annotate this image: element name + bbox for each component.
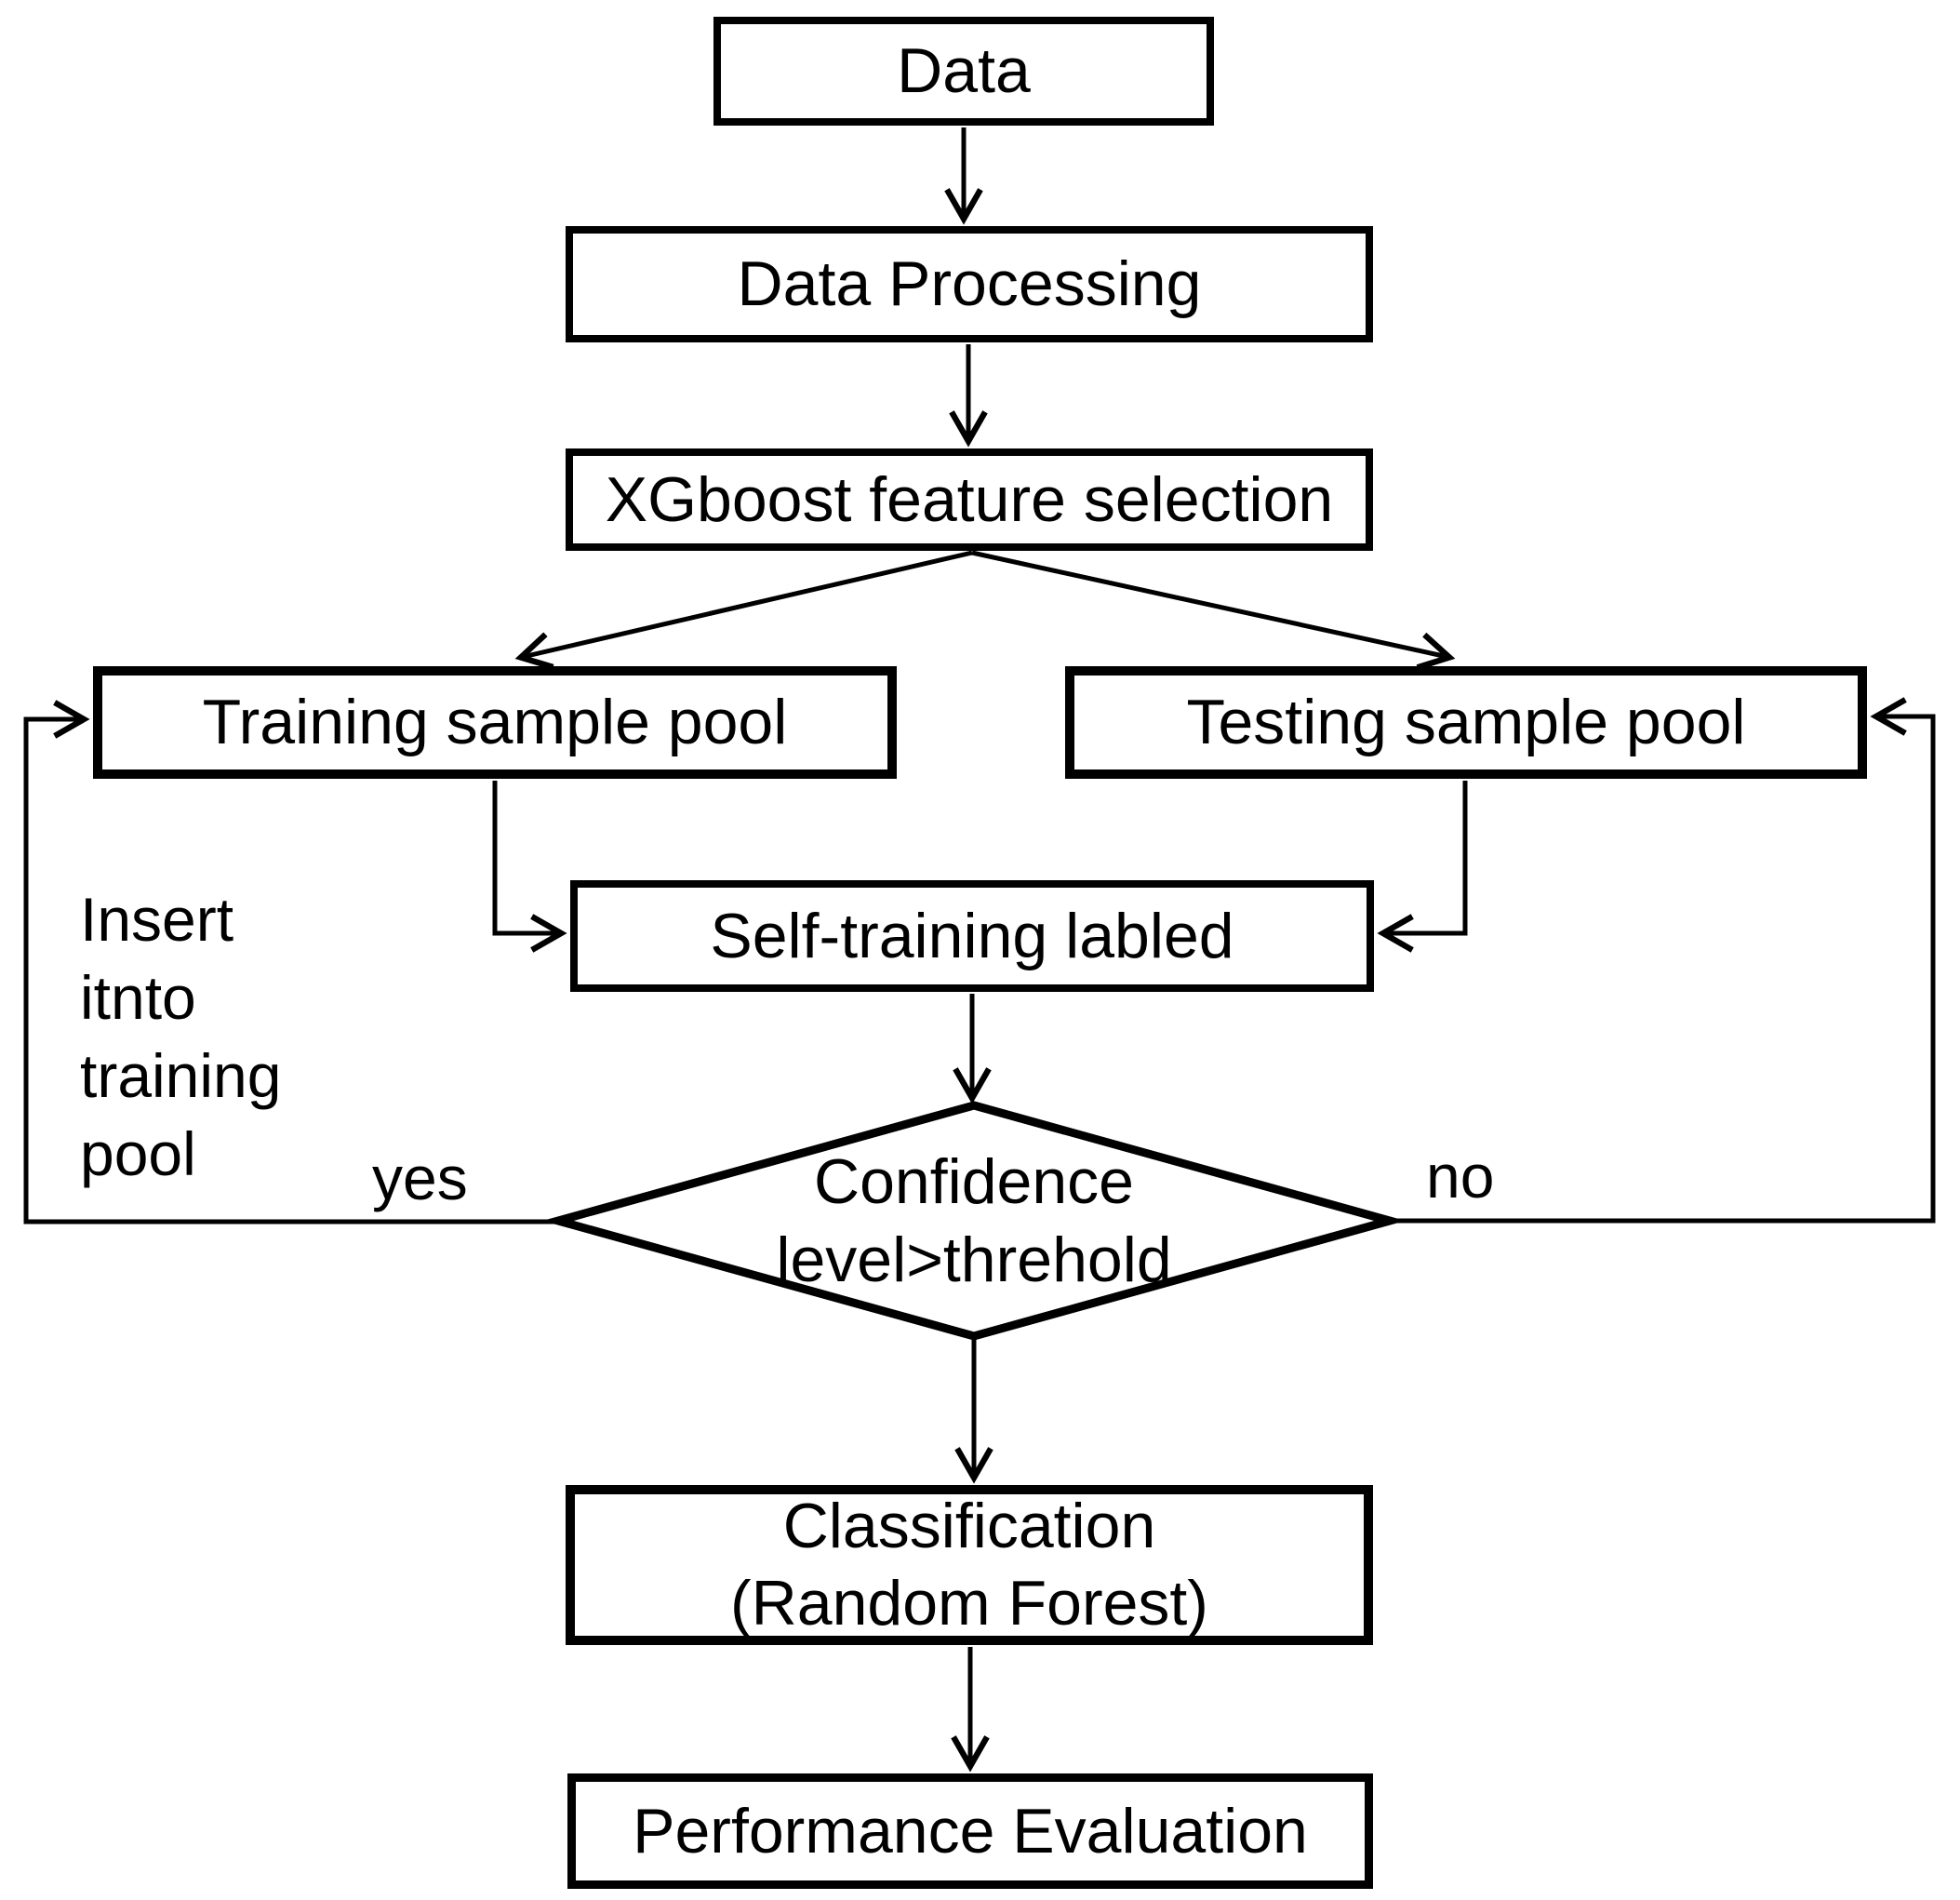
node-performance-evaluation: Performance Evaluation [567,1773,1373,1889]
note-insert-into-training-pool: Insert itnto training pool [80,885,282,1188]
edge-xgboost-to-testing-pool [971,550,1456,671]
node-testing-sample-pool: Testing sample pool [1065,666,1867,779]
edge-training-to-selftraining [492,781,567,953]
node-xgboost-feature-selection-label: XGboost feature selection [605,463,1334,535]
node-xgboost-feature-selection: XGboost feature selection [566,448,1373,551]
node-performance-evaluation-label: Performance Evaluation [633,1795,1308,1867]
node-self-training-labled-label: Self-training labled [710,900,1234,971]
node-classification-random-forest-label: Classification (Random Forest) [730,1491,1208,1639]
decision-confidence-threshold-label: Confidence level>threhold [776,1145,1172,1295]
node-training-sample-pool-label: Training sample pool [202,687,788,758]
node-data-processing: Data Processing [566,226,1373,342]
decision-confidence-threshold: Confidence level>threhold [558,1105,1390,1336]
edge-label-yes: yes [372,1144,468,1212]
edge-xgboost-to-training-pool [514,550,973,670]
node-data: Data [713,17,1214,126]
node-data-label: Data [897,35,1031,107]
node-training-sample-pool: Training sample pool [93,666,897,779]
node-data-processing-label: Data Processing [737,248,1202,320]
confidence-decision-diamond-shape [542,1101,1406,1341]
edge-decision-yes-loop [23,700,558,1224]
node-testing-sample-pool-label: Testing sample pool [1186,687,1746,758]
node-self-training-labled: Self-training labled [570,880,1374,992]
edge-decision-no-loop [1390,697,1936,1224]
edge-testing-to-selftraining [1377,781,1468,953]
edge-label-no: no [1426,1142,1495,1211]
node-classification-random-forest: Classification (Random Forest) [566,1485,1373,1645]
